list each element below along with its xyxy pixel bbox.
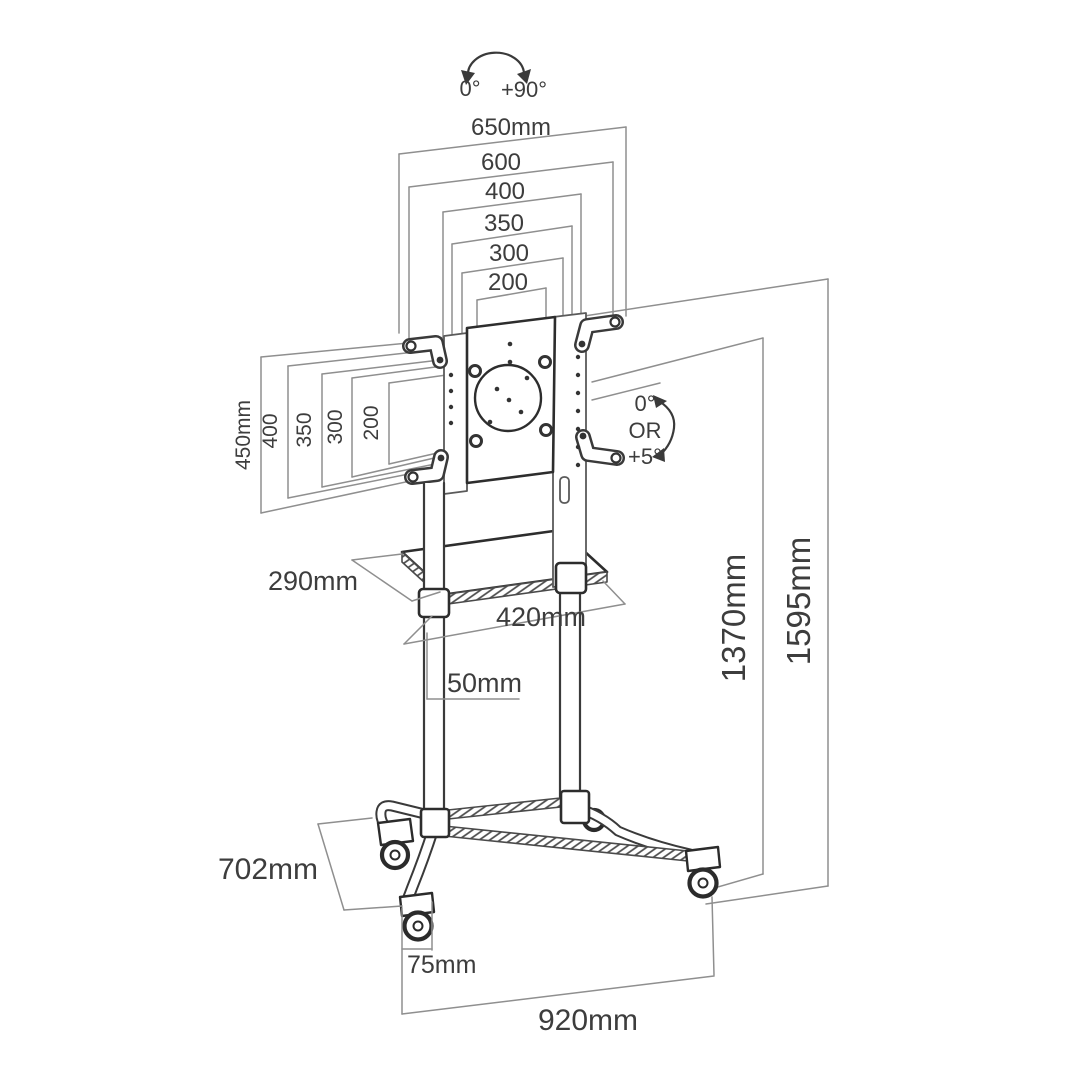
pole-right [554, 561, 588, 799]
tilt-arrowhead-top [653, 395, 667, 408]
dim-vesa-width-350: 350 [451, 210, 573, 353]
rotation-arrowhead-left [461, 70, 475, 85]
dim-vesa-width-200: 200 [476, 269, 547, 367]
dim-caster-75: 75mm [401, 901, 476, 1015]
caster-front-right [684, 845, 722, 899]
pole-left [417, 481, 451, 815]
dim-50-label: 50mm [447, 668, 522, 698]
rail-holes [448, 354, 581, 468]
dim-shelf-width-420: 420mm [403, 580, 626, 645]
dim-290-label: 290mm [268, 566, 358, 596]
rail-slot [559, 476, 570, 504]
tilt-top-label: 0° [634, 391, 655, 416]
arm-holes [405, 316, 622, 483]
rotation-from-label: 0° [459, 76, 480, 101]
dim-h400-label: 400 [259, 413, 282, 448]
dim-1370-label: 1370mm [715, 554, 752, 682]
tilt-arrowhead-bottom [652, 448, 665, 462]
dim-h300-label: 300 [324, 409, 347, 444]
dim-shelf-depth-290: 290mm [268, 553, 441, 602]
plate-bolts [468, 355, 553, 448]
dim-vesa-width-650: 650mm [398, 114, 627, 334]
mount-arms [402, 314, 625, 485]
dim-h200-label: 200 [360, 405, 383, 440]
dim-702-label: 702mm [218, 853, 318, 886]
caster-rear-left [376, 817, 415, 871]
dim-pole-50: 50mm [426, 632, 522, 700]
plate-holes [487, 341, 530, 425]
rotation-arrowhead-right [517, 69, 531, 84]
dim-420-label: 420mm [496, 602, 586, 632]
mount-rail-left [443, 332, 468, 495]
dim-vesa-height-300: 300 [324, 365, 444, 478]
dim-450-label: 450mm [232, 400, 255, 470]
dim-600-label: 600 [481, 149, 521, 176]
caster-front-left [398, 891, 436, 942]
dim-350-label: 350 [484, 210, 524, 237]
dim-75-label: 75mm [407, 951, 476, 979]
dim-vesa-width-600: 600 [408, 149, 614, 339]
dim-base-width-920: 920mm [401, 896, 715, 1037]
base [375, 789, 722, 942]
dim-400-label: 400 [485, 178, 525, 205]
pole-right-clamp [554, 561, 588, 595]
dim-height-inner-1370: 1370mm [591, 337, 764, 892]
dim-vesa-height-350: 350 [293, 359, 441, 488]
dim-base-depth-702: 702mm [218, 817, 403, 911]
pole-right-base-collar [559, 789, 591, 825]
dim-vesa-height-450: 450mm [232, 340, 430, 514]
pole-left-base-collar [419, 807, 451, 839]
dim-height-outer-1595: 1595mm [412, 278, 829, 905]
dim-1595-label: 1595mm [780, 537, 817, 665]
tilt-or-label: OR [629, 418, 662, 443]
rotation-to-label: +90° [501, 77, 547, 102]
rotation-range-indicator: 0° +90° [459, 51, 547, 102]
dim-650-label: 650mm [471, 114, 551, 141]
dim-300-label: 300 [489, 240, 529, 267]
dim-h350-label: 350 [293, 412, 316, 447]
dim-200-label: 200 [488, 269, 528, 296]
tilt-annotation: 0° OR +5° [628, 391, 676, 469]
dim-vesa-width-400: 400 [442, 178, 582, 347]
dim-vesa-height-400: 400 [259, 350, 425, 499]
dim-920-label: 920mm [538, 1004, 638, 1037]
